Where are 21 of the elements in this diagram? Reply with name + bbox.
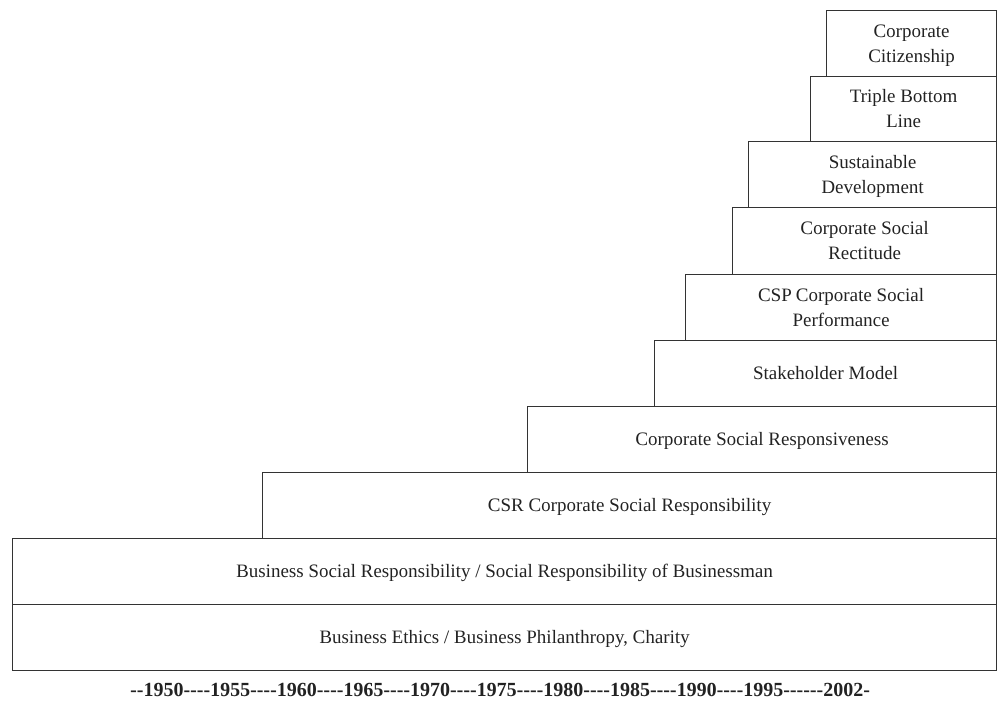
stage-box — [527, 406, 997, 473]
stage-label: CSR Corporate Social Responsibility — [488, 494, 772, 518]
stage-label: Business Social Responsibility / Social Responsibility of Businessman — [236, 560, 773, 584]
stage-box — [732, 207, 997, 275]
stage-label: Corporate Citizenship — [867, 20, 956, 68]
stage-box — [12, 604, 997, 671]
stage-label: Stakeholder Model — [752, 362, 898, 386]
timeline-axis-label: --1950----1955----1960----1965----1970----1975----1980----1985----1990----1995------2002- — [129, 679, 871, 702]
stage-label: Corporate Social Responsiveness — [635, 428, 889, 452]
stage-label: Sustainable Development — [820, 150, 925, 200]
stage-box — [654, 340, 997, 407]
stage-label: CSP Corporate Social Performance — [756, 284, 926, 332]
stage-box — [748, 141, 997, 208]
stage-box — [810, 76, 997, 142]
stage-box — [685, 274, 997, 341]
stage-box — [826, 10, 997, 77]
stage-label: Business Ethics / Business Philanthropy, Charity — [319, 626, 690, 650]
stage-label: Corporate Social Rectitude — [799, 217, 930, 266]
stage-label: Triple Bottom Line — [848, 85, 958, 134]
stage-box — [262, 472, 997, 539]
stage-box — [12, 538, 997, 605]
